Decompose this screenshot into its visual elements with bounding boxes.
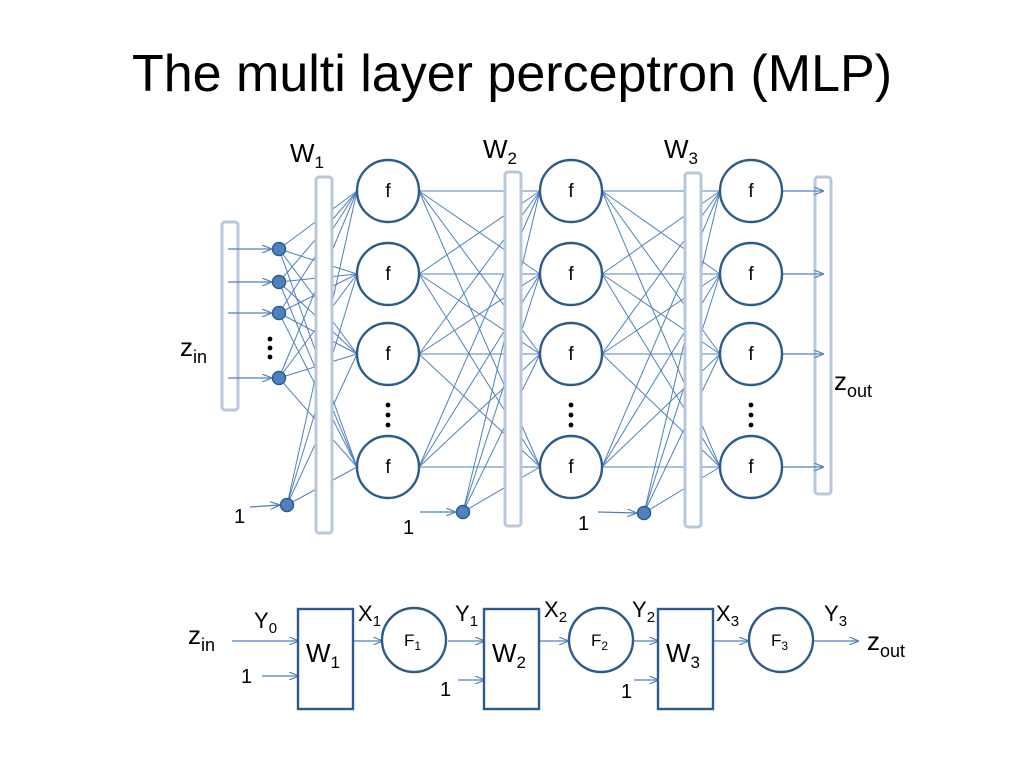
function-node-1-label: F1 [404,631,421,653]
block-z-in-label: zin [188,620,215,655]
neuron-node-label: f [748,181,754,202]
block-bias-label-2: 1 [440,679,451,701]
connection-line [462,190,541,513]
bias-label-2: 1 [403,517,414,539]
neuron-node-label: f [748,457,754,478]
signal-y0-label: Y0 [254,608,277,637]
weight-bar-3 [683,171,703,529]
connection-line [462,466,541,513]
bias-dot [455,504,471,520]
input-dot [271,305,287,321]
connection-line [643,466,721,514]
neuron-node [538,241,604,307]
bias-arrow [597,512,636,513]
input-ellipsis [267,336,273,360]
z-out-label: zout [834,366,872,401]
connection-line [643,190,721,514]
neuron-node-label: f [385,264,391,285]
input-dot [271,241,287,257]
weight-bar-1 [314,175,334,535]
layer1-ellipsis [385,402,391,428]
output-vector-bar [813,175,833,496]
neuron-node-label: f [385,344,391,365]
neuron-node-label: f [568,457,574,478]
connection-line [462,273,541,513]
z-in-label: zin [180,332,207,367]
weight-block-3 [656,607,715,711]
signal-x2-label: X2 [544,597,567,626]
weight-label-3: W3 [664,134,698,168]
function-node-1 [380,606,448,674]
neuron-node-label: f [748,264,754,285]
signal-y1-label: Y1 [455,601,478,630]
input-vector-bar [220,220,240,412]
neuron-node [355,158,421,224]
neuron-node-label: f [748,344,754,365]
signal-x3-label: X3 [716,601,739,630]
signal-y3-label: Y3 [824,601,847,630]
input-dot [271,274,287,290]
bias-label-3: 1 [578,513,589,535]
neuron-node [718,434,784,500]
function-node-2-label: F2 [591,631,608,653]
function-node-2 [567,606,635,674]
neuron-nodes: f f f f f f f f f f f f [355,158,784,500]
function-node-3-label: F3 [771,631,788,653]
slide-title: The multi layer perceptron (MLP) [131,45,893,103]
output-arrows [782,191,823,467]
block-bias-label-3: 1 [621,681,632,703]
neuron-node-label: f [568,264,574,285]
input-dot [271,370,287,386]
connection-lines [278,190,721,514]
bias-arrow [249,505,279,507]
neuron-node [718,241,784,307]
signal-x1-label: X1 [358,601,381,630]
bias-label-1: 1 [234,506,245,528]
neuron-node [718,158,784,224]
input-arrows [228,249,636,513]
connection-line [643,273,721,514]
neuron-node [718,321,784,387]
layer3-ellipsis [748,402,754,428]
weight-block-2 [482,607,541,711]
block-bias-label-1: 1 [241,666,252,688]
connection-line [643,353,721,514]
neuron-node-label: f [568,181,574,202]
weight-block-1 [296,607,355,711]
bias-dot [279,497,295,513]
block-diagram: W1 W2 W3 F1 F2 F3 Y0 Y1 Y2 Y3 X1 X2 X3 z… [188,597,905,711]
weight-label-1: W1 [290,138,324,172]
neuron-node [355,434,421,500]
weight-block-2-label: W2 [492,638,526,672]
weight-block-3-label: W3 [666,638,700,672]
block-z-out-label: zout [867,626,905,661]
weight-block-1-label: W1 [306,638,340,672]
neuron-node [538,321,604,387]
neuron-node [538,434,604,500]
neuron-node-label: f [385,457,391,478]
layer2-ellipsis [568,402,574,428]
connection-line [462,353,541,513]
neuron-node [355,241,421,307]
neuron-node-label: f [385,181,391,202]
neuron-node [538,158,604,224]
weight-label-2: W2 [483,134,517,168]
bias-dot [636,505,652,521]
signal-y2-label: Y2 [632,597,655,626]
function-node-3 [747,606,815,674]
weight-bar-2 [503,170,523,528]
neuron-node [355,321,421,387]
input-dots [271,241,652,521]
neuron-node-label: f [568,344,574,365]
